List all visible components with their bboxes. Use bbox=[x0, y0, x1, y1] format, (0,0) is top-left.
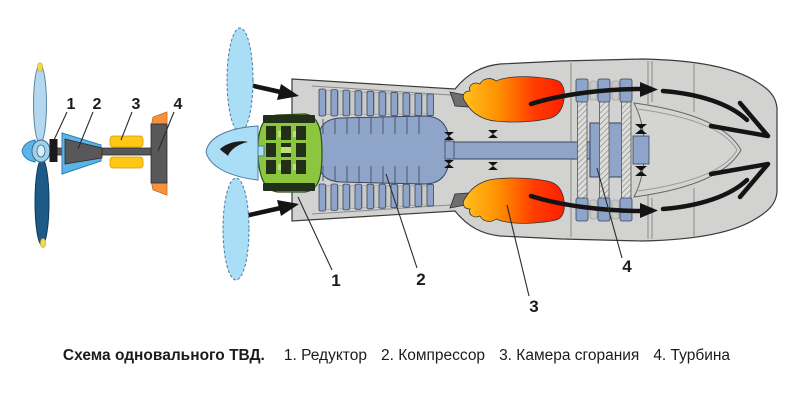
propeller-blade-upper bbox=[226, 27, 254, 133]
spinner bbox=[205, 125, 259, 181]
engine-leader-4 bbox=[596, 167, 623, 259]
legend-item-3: 3. Камера сгорания bbox=[499, 347, 640, 364]
engine-label-3: 3 bbox=[529, 297, 538, 316]
rotor-stems bbox=[322, 116, 420, 184]
legend-item-1: 1. Редуктор bbox=[283, 347, 367, 364]
combustion-flame bbox=[462, 76, 565, 123]
engine-label-4: 4 bbox=[622, 257, 632, 276]
exhaust-flow-arrow-icon bbox=[528, 82, 771, 139]
mini-leader-1 bbox=[53, 111, 68, 141]
engine-cutaway: 1 2 3 4 bbox=[205, 27, 778, 316]
mini-leader-2 bbox=[77, 111, 94, 150]
mini-blade-lower bbox=[34, 158, 50, 246]
mini-label-4: 4 bbox=[174, 96, 183, 113]
compressor-rotor bbox=[316, 115, 451, 185]
gear-highlights bbox=[278, 131, 296, 170]
mini-turbine-block bbox=[150, 111, 168, 196]
mini-blade-tip-lower bbox=[40, 238, 46, 248]
propeller-blade-lower bbox=[222, 177, 250, 281]
mini-blade-upper bbox=[33, 64, 47, 144]
compressor-blades bbox=[318, 88, 434, 117]
diagram-canvas: 1 2 3 4 bbox=[21, 27, 778, 316]
mini-labels: 1 2 3 4 bbox=[53, 96, 183, 152]
engine-label-1: 1 bbox=[331, 271, 340, 290]
nozzle-seams bbox=[651, 61, 695, 112]
mini-schematic: 1 2 3 4 bbox=[21, 62, 183, 248]
engine-leader-2 bbox=[385, 173, 418, 269]
mini-combustor-block bbox=[109, 135, 144, 169]
engine-leader-1 bbox=[297, 196, 333, 271]
engine-leader-3 bbox=[506, 204, 530, 297]
mini-compressor-block bbox=[61, 132, 103, 175]
mini-leader-4 bbox=[157, 111, 175, 152]
mini-label-3: 3 bbox=[132, 96, 141, 113]
engine-label-2: 2 bbox=[416, 270, 425, 289]
figure-caption: Схема одновального ТВД. 1. Редуктор 2. Ком… bbox=[0, 340, 800, 372]
legend-item-2: 2. Компрессор bbox=[380, 347, 486, 364]
mini-leader-3 bbox=[120, 111, 133, 141]
engine-labels: 1 2 3 4 bbox=[297, 167, 632, 316]
legend-item-4: 4. Турбина bbox=[653, 347, 731, 364]
mini-label-1: 1 bbox=[67, 96, 76, 113]
propeller bbox=[205, 27, 259, 281]
mini-reducer-block bbox=[49, 139, 58, 162]
gearbox bbox=[247, 113, 323, 193]
spinner-swoosh bbox=[220, 141, 248, 156]
mini-label-2: 2 bbox=[93, 96, 102, 113]
caption-title: Схема одновального ТВД. bbox=[62, 347, 265, 364]
mini-blade-tip-upper bbox=[37, 62, 43, 72]
mini-propeller bbox=[21, 62, 51, 248]
mini-hub-ring bbox=[36, 144, 46, 158]
